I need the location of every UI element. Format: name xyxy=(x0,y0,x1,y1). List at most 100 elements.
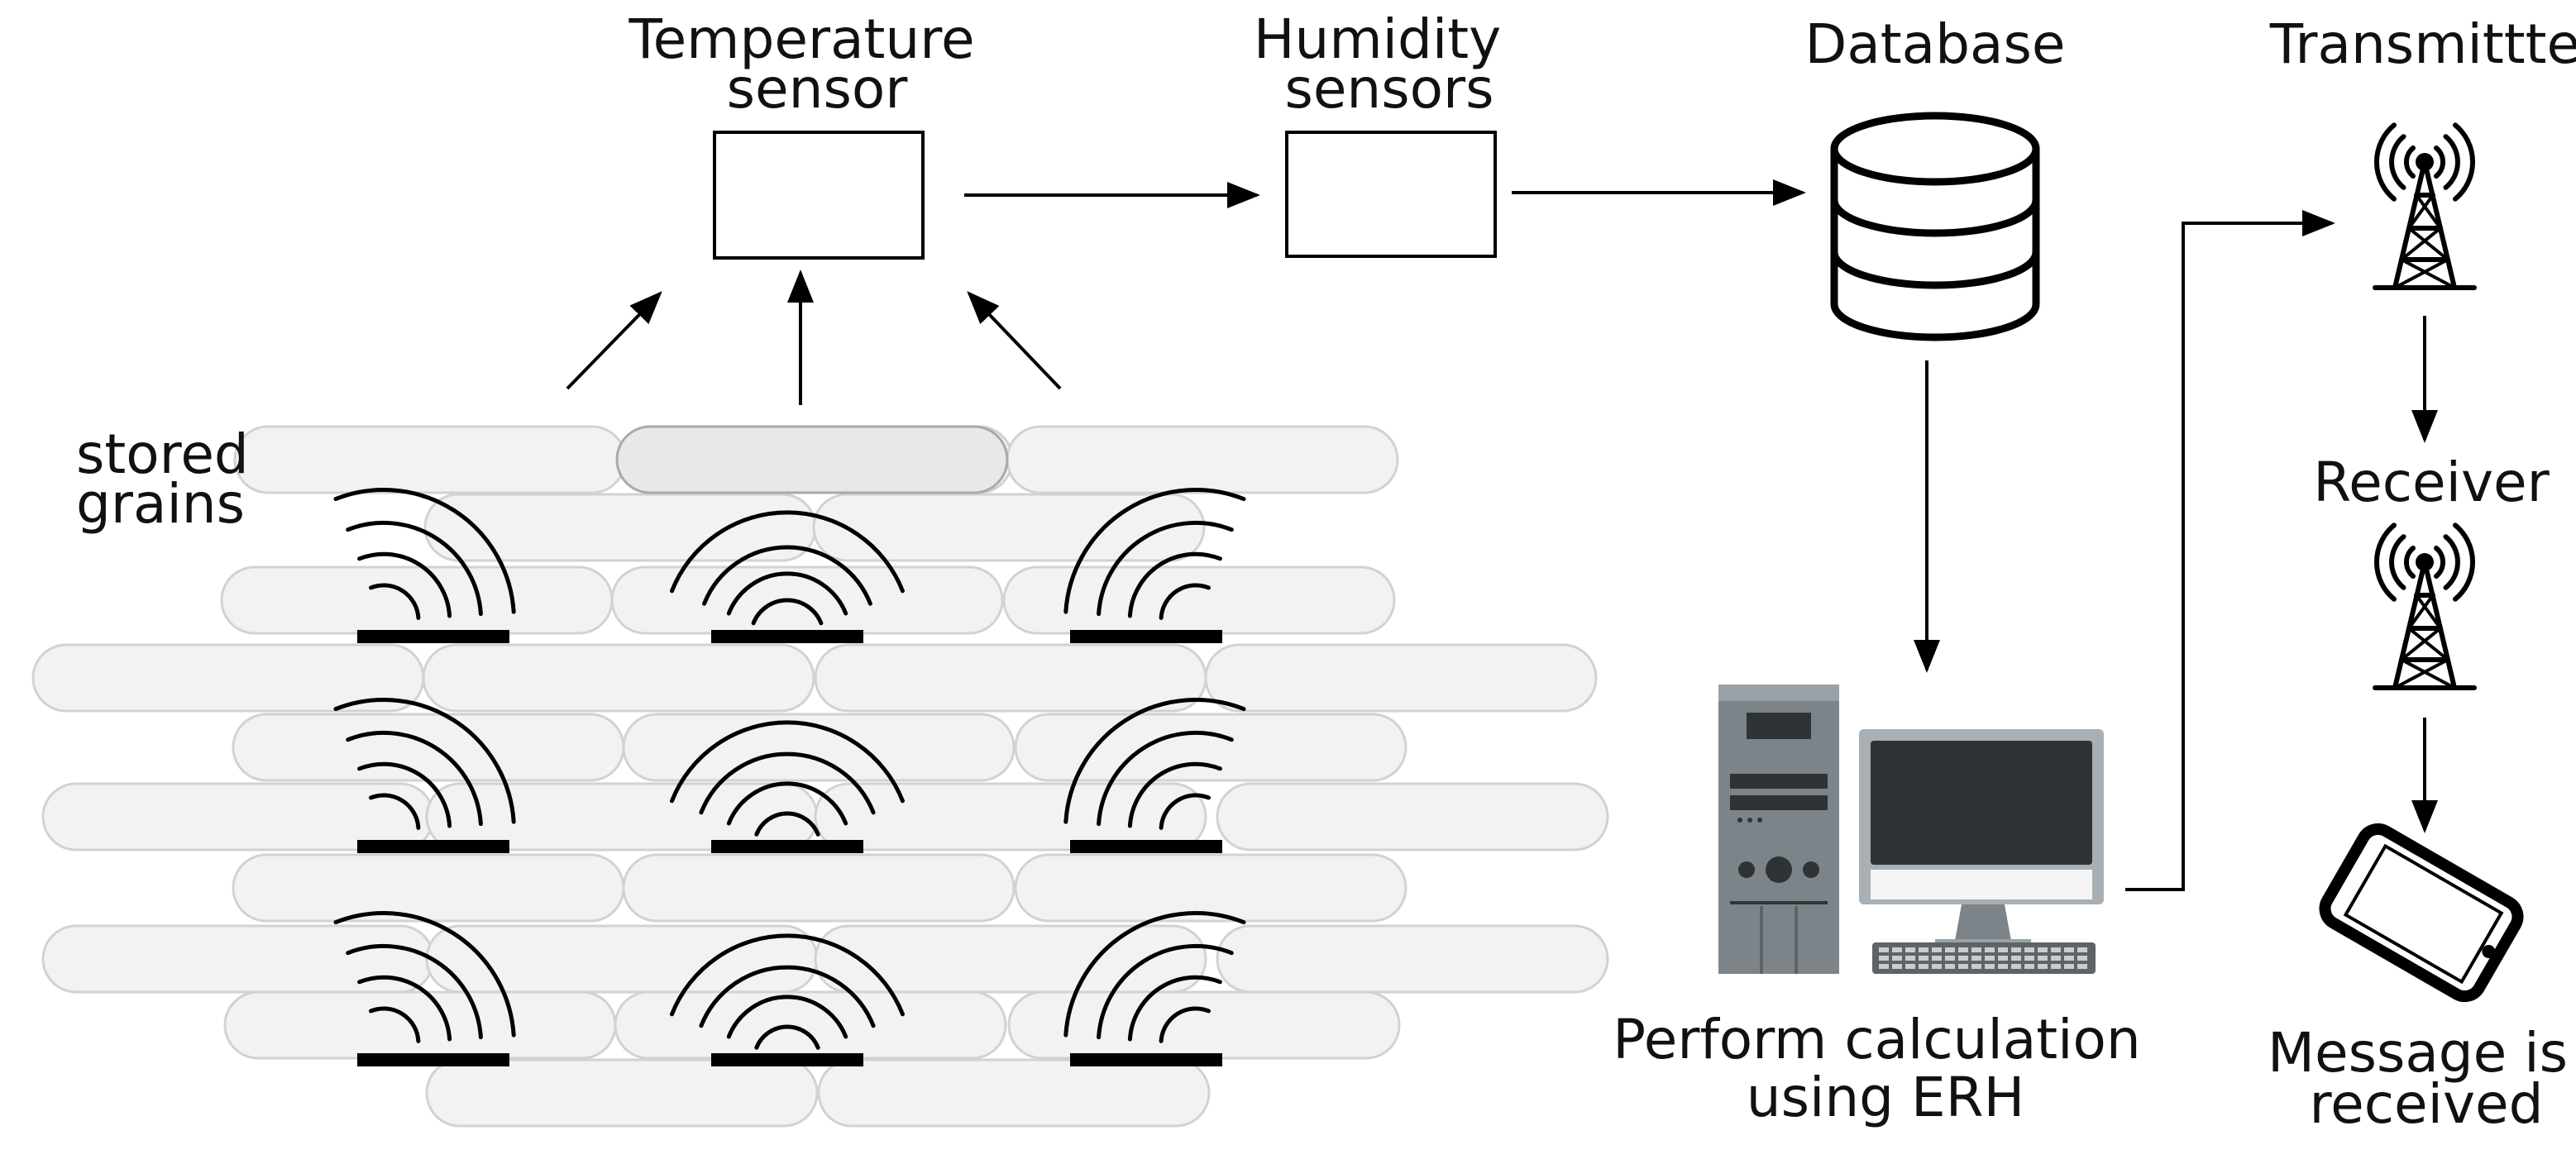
keyboard-key xyxy=(2077,947,2087,952)
sensor-wave xyxy=(346,943,483,1040)
grain-kernel xyxy=(1006,425,1399,494)
keyboard-key xyxy=(1932,947,1942,952)
keyboard-key xyxy=(2011,956,2021,961)
sensor-wave xyxy=(702,545,872,606)
sensor-wave xyxy=(1097,520,1234,617)
sensor-wave xyxy=(333,488,516,614)
keyboard-key xyxy=(1879,947,1889,952)
keyboard-key xyxy=(1879,956,1889,961)
keyboard-key xyxy=(1958,964,1968,969)
grain-kernel xyxy=(223,990,617,1060)
smartphone-icon xyxy=(2319,823,2524,1003)
temperature-sensor-label: Temperature sensor xyxy=(628,7,992,121)
sensor-wave xyxy=(1063,911,1246,1038)
grain-kernel xyxy=(622,713,1016,782)
keyboard-key xyxy=(1879,964,1889,969)
keyboard-key xyxy=(2051,947,2061,952)
sensor-wave xyxy=(1127,761,1222,828)
antenna-tower-icon xyxy=(2373,122,2477,290)
sensor-bar-icon xyxy=(1070,1053,1222,1066)
grain-kernel xyxy=(233,425,627,494)
sensor-wave xyxy=(333,911,516,1038)
sensor-bar-icon xyxy=(711,840,863,853)
sensor-bar-icon xyxy=(357,840,509,853)
sensor-wave xyxy=(369,583,421,620)
keyboard-key xyxy=(2038,964,2048,969)
grain-kernel xyxy=(1216,924,1609,994)
stored-grains xyxy=(31,425,1609,1128)
computer-icon xyxy=(1718,685,2104,974)
grain-kernel xyxy=(1014,853,1407,923)
humidity-sensors-box xyxy=(1285,131,1497,258)
grain-kernel xyxy=(41,924,435,994)
stored-grains-label: stored grains xyxy=(76,422,266,536)
keyboard-key xyxy=(1971,947,1981,952)
database-icon xyxy=(1830,112,2040,341)
database-label: Database xyxy=(1805,12,2066,76)
keyboard-key xyxy=(2011,947,2021,952)
sensor-bar-icon xyxy=(357,1053,509,1066)
keyboard-key xyxy=(1945,964,1955,969)
keyboard-key xyxy=(2064,947,2074,952)
sensor-wave xyxy=(754,811,820,837)
sensor-wave xyxy=(699,965,876,1028)
keyboard-key xyxy=(1998,956,2008,961)
antenna-tower-icon xyxy=(2373,522,2477,690)
keyboard-key xyxy=(2064,956,2074,961)
grain-kernels xyxy=(31,425,1609,1128)
keyboard-key xyxy=(2024,956,2034,961)
keyboard-key xyxy=(1985,964,1995,969)
keyboard-key xyxy=(1985,947,1995,952)
grain-kernel xyxy=(812,493,1206,562)
sensor-wave xyxy=(670,720,905,804)
grain-kernel xyxy=(814,643,1207,713)
grain-kernel xyxy=(622,853,1016,923)
humidity-sensors-label: Humidity sensors xyxy=(1254,7,1518,121)
sensor-wave xyxy=(1127,975,1222,1042)
grain-kernel xyxy=(425,1058,819,1128)
keyboard-key xyxy=(1919,956,1928,961)
keyboard-key xyxy=(1892,956,1902,961)
keyboard-key xyxy=(2051,964,2061,969)
keyboard-key xyxy=(1998,964,2008,969)
keyboard-key xyxy=(1932,956,1942,961)
grain-kernel xyxy=(817,1058,1211,1128)
sensor-bar-icon xyxy=(711,630,863,643)
keyboard-key xyxy=(1958,956,1968,961)
temperature-sensor-box xyxy=(713,131,925,260)
grain-sensors xyxy=(333,488,1246,1066)
arrow-grain-right-to-temperature xyxy=(967,291,1062,390)
keyboard-key xyxy=(2064,964,2074,969)
sensor-wave xyxy=(670,933,905,1017)
keyboard-key xyxy=(1998,947,2008,952)
sensor-wave xyxy=(670,510,905,594)
sensor-wave xyxy=(1097,943,1234,1040)
sensor-wave xyxy=(726,781,848,826)
grain-kernel xyxy=(615,425,1009,494)
keyboard-key xyxy=(1971,964,1981,969)
keyboard-key xyxy=(2024,964,2034,969)
keyboard-key xyxy=(1905,956,1915,961)
sensor-wave xyxy=(754,1024,820,1050)
sensor-wave xyxy=(357,761,452,828)
sensor-wave xyxy=(346,520,483,617)
keyboard-key xyxy=(1945,947,1955,952)
sensor-wave xyxy=(751,598,824,626)
keyboard-key xyxy=(2024,947,2034,952)
grain-kernel xyxy=(232,853,625,923)
sensor-bar-icon xyxy=(357,630,509,643)
keyboard-key xyxy=(1892,964,1902,969)
sensor-wave xyxy=(1159,583,1211,620)
keyboard-key xyxy=(1919,964,1928,969)
keyboard-key xyxy=(1945,956,1955,961)
sensor-wave xyxy=(1127,551,1222,618)
keyboard-key xyxy=(2077,956,2087,961)
sensor-wave xyxy=(369,1006,421,1043)
arrow-grain-left-to-temperature xyxy=(566,291,662,390)
keyboard-key xyxy=(2077,964,2087,969)
sensor-wave xyxy=(726,995,848,1039)
keyboard-key xyxy=(1985,956,1995,961)
sensor-bar-icon xyxy=(1070,840,1222,853)
keyboard-key xyxy=(1892,947,1902,952)
grain-kernel xyxy=(1216,782,1609,852)
